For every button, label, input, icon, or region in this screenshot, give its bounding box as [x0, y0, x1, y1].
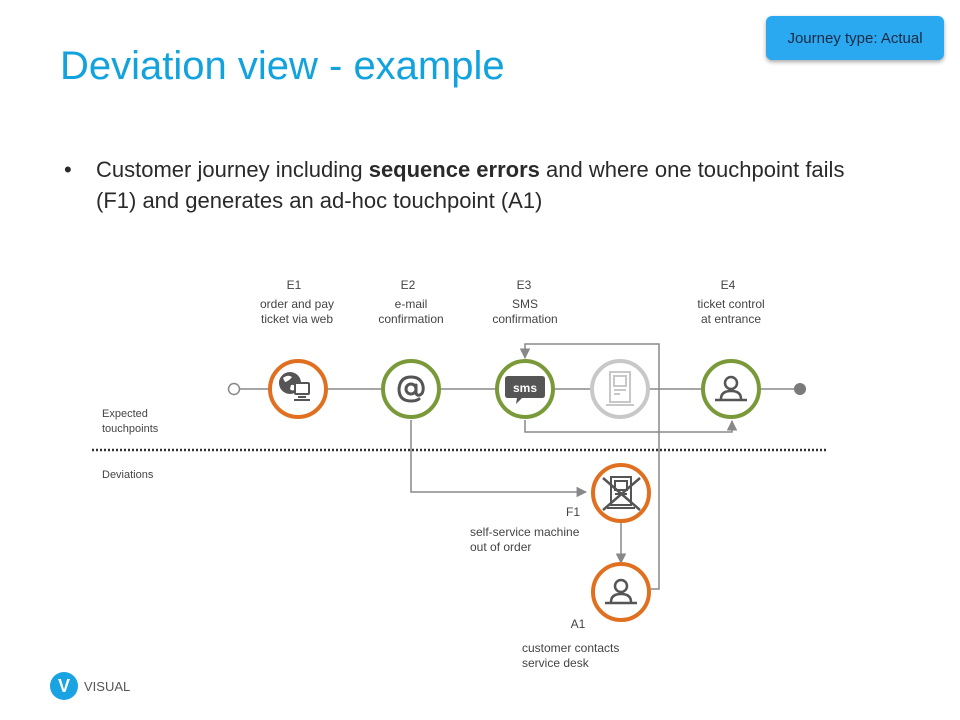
touchpoint-e2[interactable]: [381, 359, 441, 419]
touchpoint-code-a1: A1: [570, 617, 586, 631]
touchpoint-skipped-kiosk[interactable]: [590, 359, 650, 419]
journey-type-badge[interactable]: Journey type: Actual: [766, 16, 944, 60]
touchpoint-e2-ring: [381, 359, 441, 419]
journey-start-node: [227, 382, 241, 396]
kiosk-broken-icon: [602, 476, 641, 511]
touchpoint-a1[interactable]: [591, 562, 651, 622]
connector-a1-to-e3: [519, 343, 660, 590]
sms-bubble-icon: sms: [505, 376, 545, 404]
touchpoint-code-e1: E1: [286, 278, 302, 292]
bullet-dot: •: [64, 157, 72, 182]
deviations-label: Deviations: [102, 469, 154, 481]
touchpoint-label-e1: order and pay ticket via web: [259, 297, 335, 326]
touchpoint-e1[interactable]: [268, 359, 328, 419]
touchpoint-label-f1: self-service machine out of order: [470, 525, 580, 554]
connector-e3-to-e4: [524, 419, 738, 433]
visual-logo: V VISUAL: [50, 672, 130, 700]
at-sign-icon: [397, 375, 425, 403]
bullet-text-pre: Customer journey including: [96, 157, 369, 182]
touchpoint-code-f1: F1: [565, 505, 581, 519]
logo-mark: V: [50, 672, 78, 700]
touchpoint-label-e3: SMS confirmation: [492, 297, 558, 326]
description-bullet: • Customer journey including sequence er…: [60, 154, 880, 216]
touchpoint-label-a1: customer contacts service desk: [522, 641, 620, 670]
web-computer-icon: [279, 372, 310, 401]
touchpoint-e3[interactable]: sms: [495, 359, 555, 419]
journey-end-node: [794, 383, 806, 395]
touchpoint-label-e2: e-mail confirmation: [378, 297, 444, 326]
touchpoint-code-e4: E4: [720, 278, 736, 292]
sms-icon-text: sms: [513, 381, 537, 395]
bullet-text-bold: sequence errors: [368, 157, 540, 182]
touchpoint-code-e3: E3: [516, 278, 532, 292]
expected-touchpoints-label: Expected touchpoints: [102, 408, 159, 435]
connector-e2-to-f1: [410, 420, 588, 498]
logo-text: VISUAL: [84, 678, 131, 694]
kiosk-icon: [606, 371, 634, 406]
person-desk-icon: [715, 375, 747, 402]
touchpoint-e4[interactable]: [701, 359, 761, 419]
page-title: Deviation view - example: [60, 44, 505, 88]
bullet-text-post: and where one touchpoint fails (F1) and …: [96, 157, 845, 213]
person-desk-icon: [605, 578, 637, 605]
touchpoint-label-e4: ticket control at entrance: [697, 297, 765, 326]
touchpoint-code-e2: E2: [400, 278, 416, 292]
touchpoint-f1[interactable]: [591, 463, 651, 523]
